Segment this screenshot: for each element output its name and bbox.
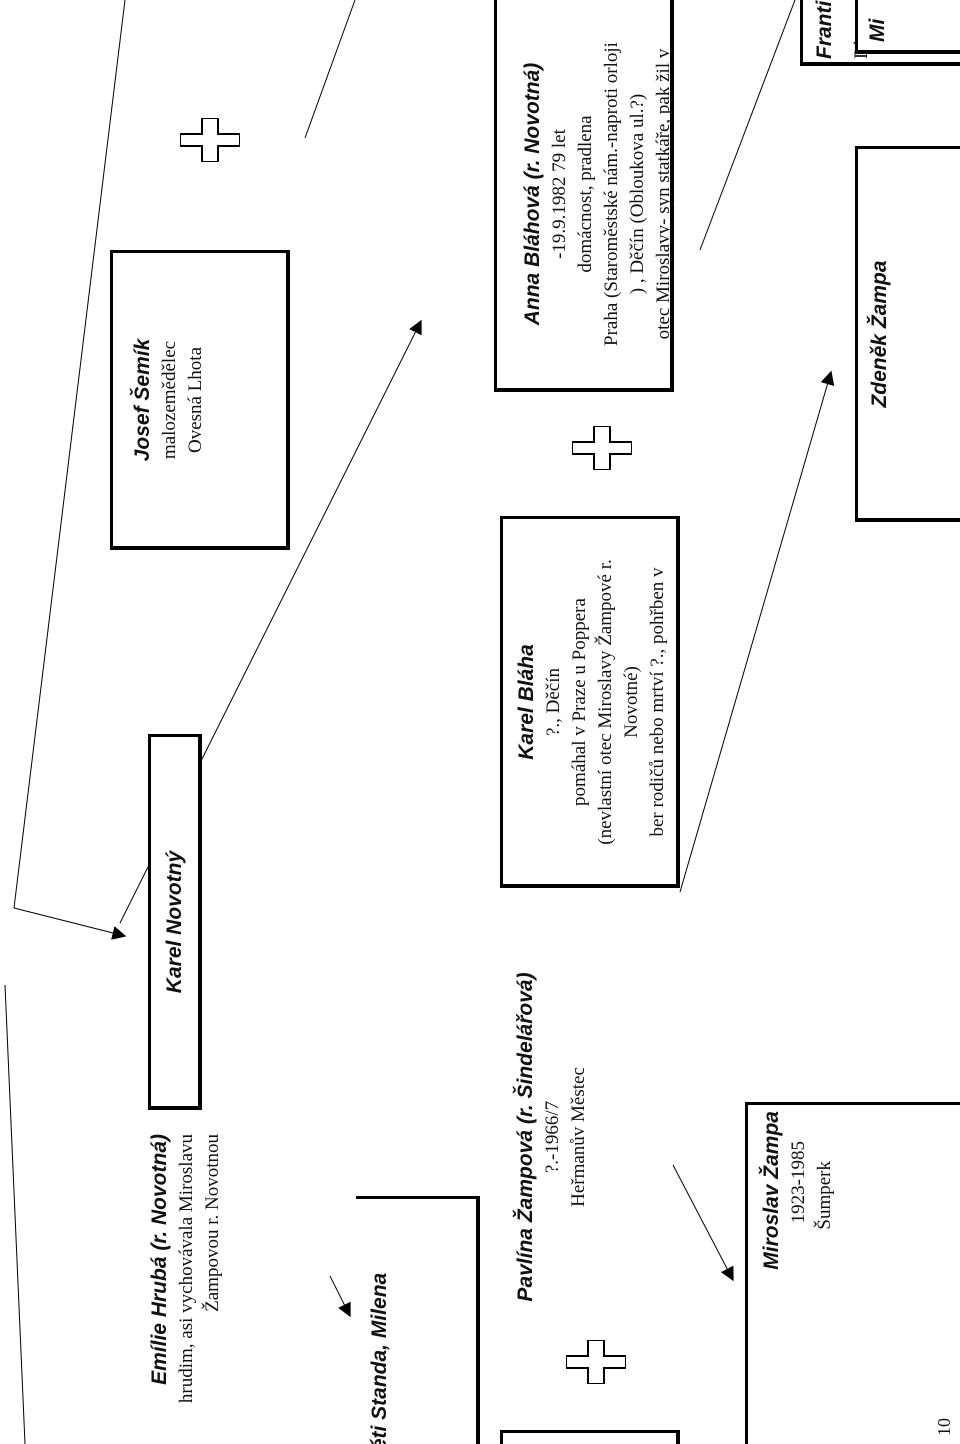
person-name: Miroslav Žampa <box>760 1111 783 1270</box>
person-name: Mi <box>866 18 889 42</box>
person-name: Karel Bláha <box>515 644 538 760</box>
person-detail: ) , Děčín (Obloukova ul.?) <box>627 93 648 295</box>
person-detail: ?., Děčín <box>543 667 564 737</box>
plus-icon <box>566 1340 626 1384</box>
person-detail: otec Miroslavy- syn statkáře, pak žil v <box>653 48 674 340</box>
person-detail: ?.-1966/7 <box>542 1100 563 1174</box>
person-detail: Heřmanův Městec <box>568 1067 589 1207</box>
connector-to-zdenek <box>699 0 796 251</box>
person-name: Karel Novotný <box>163 850 186 994</box>
person-box-zdenek-zampa: Zdeněk Žampa <box>855 146 960 522</box>
person-box-karel-novotny: Karel Novotný <box>148 734 202 1110</box>
connector-to-deti <box>329 1275 351 1318</box>
person-detail: -19.9.1982 79 let <box>549 129 570 259</box>
person-box-mi: Mi <box>855 0 960 54</box>
person-name: Anna Bláhová (r. Novotná) <box>521 62 544 326</box>
connector-to-franti <box>304 0 356 139</box>
person-name: Zdeněk Žampa <box>868 260 891 408</box>
person-detail: Ovesná Lhota <box>185 346 206 454</box>
person-detail: Praha (Staroměstské nám.-naproti orloji <box>601 42 622 346</box>
person-box-miroslav-zampa: Miroslav Žampa 1923-1985 Šumperk <box>745 1102 960 1444</box>
person-detail: ber rodičů nebo mrtví ?., pohřben v <box>647 567 668 837</box>
person-box-emilie-hruba: Emílie Hrubá (r. Novotná) hrudim, asi vy… <box>140 1128 250 1444</box>
person-box-deti: děti Standa, Milena <box>356 1196 480 1444</box>
person-box-pavlina-zampova: Pavlína Žampová (r. Šindelářová) ?.-1966… <box>512 972 592 1306</box>
person-detail: Šumperk <box>814 1161 835 1230</box>
page-number: 10 <box>934 1418 954 1436</box>
connector-to-anna-blahova <box>679 370 835 893</box>
plus-icon <box>572 426 632 470</box>
person-detail: 1923-1985 <box>788 1141 809 1224</box>
person-box-anna-blahova: Anna Bláhová (r. Novotná) -19.9.1982 79 … <box>494 0 674 392</box>
person-detail: pomáhal v Praze u Poppera <box>569 598 590 806</box>
person-name: Franti <box>813 0 836 59</box>
plus-icon <box>180 118 240 162</box>
person-box-cut-bottom-left <box>500 1430 680 1444</box>
person-name: děti Standa, Milena <box>368 1272 391 1444</box>
person-detail: (nevlastní otec Miroslavy Žampové r. <box>595 559 616 845</box>
person-name: Emílie Hrubá (r. Novotná) <box>148 1134 171 1385</box>
person-name: Josef Šemík <box>131 338 154 462</box>
person-detail: domácnost, pradlena <box>575 115 596 273</box>
person-box-karel-blaha: Karel Bláha ?., Děčín pomáhal v Praze u … <box>500 516 680 888</box>
connector-karel-novotny-up <box>13 0 126 909</box>
connector-to-karel-novotny <box>13 907 127 940</box>
person-detail: hrudim, asi vychovávala Miroslavu <box>176 1134 197 1404</box>
connector-left-down <box>4 984 26 1444</box>
person-detail: malozemědělec <box>159 340 180 460</box>
person-box-josef-semik: Josef Šemík malozemědělec Ovesná Lhota <box>110 250 290 550</box>
connector-to-miroslav <box>672 1164 734 1282</box>
person-detail: Žampovou r. Novotnou <box>202 1134 223 1312</box>
person-name: Pavlína Žampová (r. Šindelářová) <box>514 972 537 1302</box>
person-detail: Novotné) <box>621 666 642 738</box>
